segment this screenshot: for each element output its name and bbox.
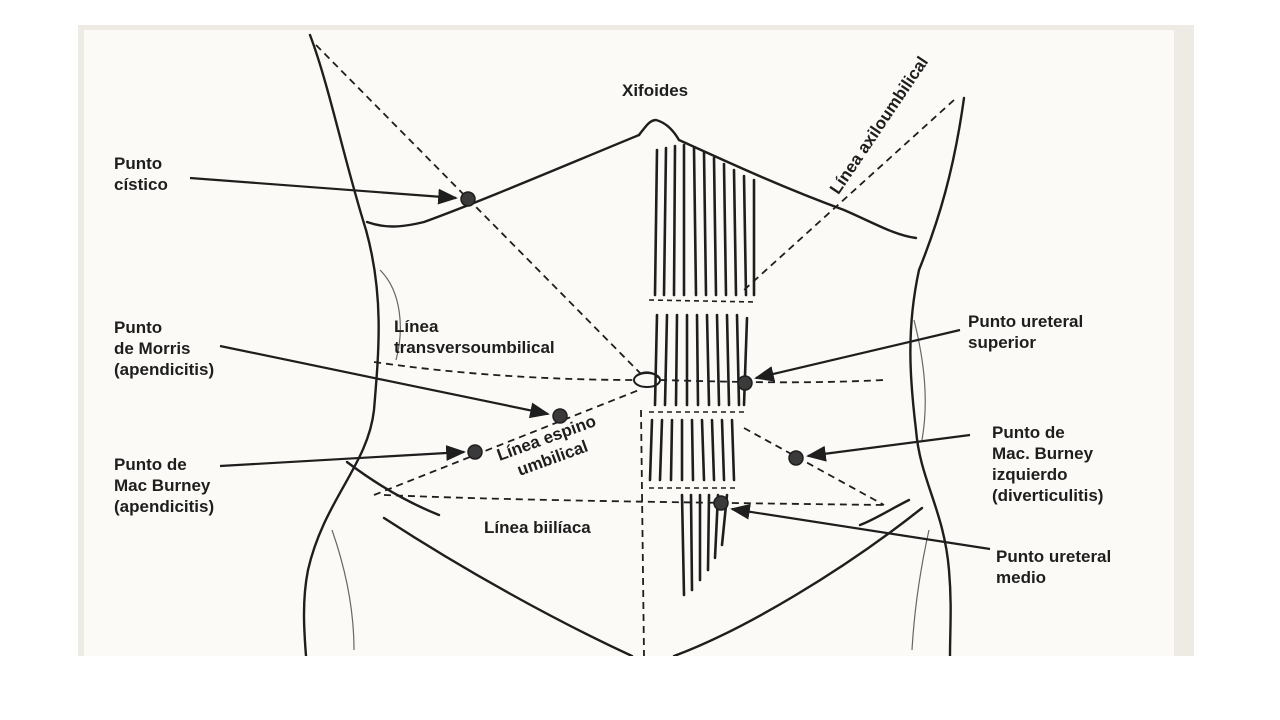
label-punto-ureteral-superior: Punto ureteral superior: [968, 311, 1083, 353]
label-line: Punto de: [114, 455, 187, 474]
label-line: transversoumbilical: [394, 338, 555, 357]
punto-mac-burney-izquierdo-marker-icon: [788, 450, 804, 466]
label-punto-ureteral-medio: Punto ureteral medio: [996, 546, 1111, 588]
espino-umbilical-line-left: [743, 427, 885, 506]
label-punto-morris: Punto de Morris (apendicitis): [114, 317, 214, 380]
oblique-line-right: [315, 44, 643, 376]
label-line: (diverticulitis): [992, 486, 1104, 505]
label-line: Punto: [114, 154, 163, 173]
punto-morris-marker-icon: [552, 408, 568, 424]
body-outline: [302, 33, 966, 656]
rectus-intersections: [648, 299, 757, 489]
abdomen-diagram: Xifoides Línea axiloumbilical Punto císt…: [84, 30, 1174, 656]
label-line: izquierdo: [992, 465, 1068, 484]
label-xifoides: Xifoides: [622, 81, 689, 100]
label-line: Mac. Burney: [992, 444, 1094, 463]
rectus-muscle: [648, 143, 756, 597]
label-line: medio: [996, 568, 1047, 587]
punto-ureteral-medio-marker-icon: [713, 495, 729, 511]
arrow-punto-mac-burney-icon: [219, 445, 466, 468]
arrow-punto-ureteral-medio-icon: [730, 503, 991, 551]
biiliaca-line: [383, 494, 885, 506]
label-line: (apendicitis): [114, 497, 215, 516]
anatomical-points: [460, 191, 804, 511]
midline: [640, 409, 645, 656]
label-line: cístico: [114, 175, 168, 194]
label-line: (apendicitis): [114, 360, 215, 379]
transversoumbilical-line-right: [659, 379, 885, 384]
label-line: Punto: [114, 318, 163, 337]
arrow-punto-ureteral-superior-icon: [754, 328, 961, 382]
arrow-punto-morris-icon: [219, 344, 550, 419]
label-line: de Morris: [114, 339, 191, 358]
label-line: Punto de: [992, 423, 1065, 442]
arrow-punto-mac-burney-izquierdo-icon: [806, 433, 971, 462]
label-line: superior: [968, 333, 1037, 352]
leader-arrows: [189, 176, 991, 551]
label-punto-mac-burney: Punto de Mac Burney (apendicitis): [114, 454, 214, 517]
label-line: Mac Burney: [114, 476, 211, 495]
reference-lines: [315, 44, 955, 656]
label-line: Punto ureteral: [968, 312, 1084, 331]
transversoumbilical-line-left: [373, 361, 637, 381]
body-shading: [331, 269, 930, 651]
punto-mac-burney-marker-icon: [467, 444, 483, 460]
label-punto-mac-burney-izquierdo: Punto de Mac. Burney izquierdo (divertic…: [992, 422, 1103, 506]
label-punto-cistico: Punto cístico: [114, 153, 168, 195]
label-linea-biiliaca: Línea biilíaca: [484, 518, 591, 537]
label-line: Punto ureteral: [996, 547, 1112, 566]
abdomen-drawing: [189, 33, 991, 656]
arrow-punto-cistico-icon: [189, 176, 458, 205]
label-linea-transversoumbilical: Línea transversoumbilical: [394, 316, 555, 358]
punto-ureteral-superior-marker-icon: [737, 375, 753, 391]
punto-cistico-marker-icon: [460, 191, 476, 207]
label-line: Línea: [394, 317, 439, 336]
